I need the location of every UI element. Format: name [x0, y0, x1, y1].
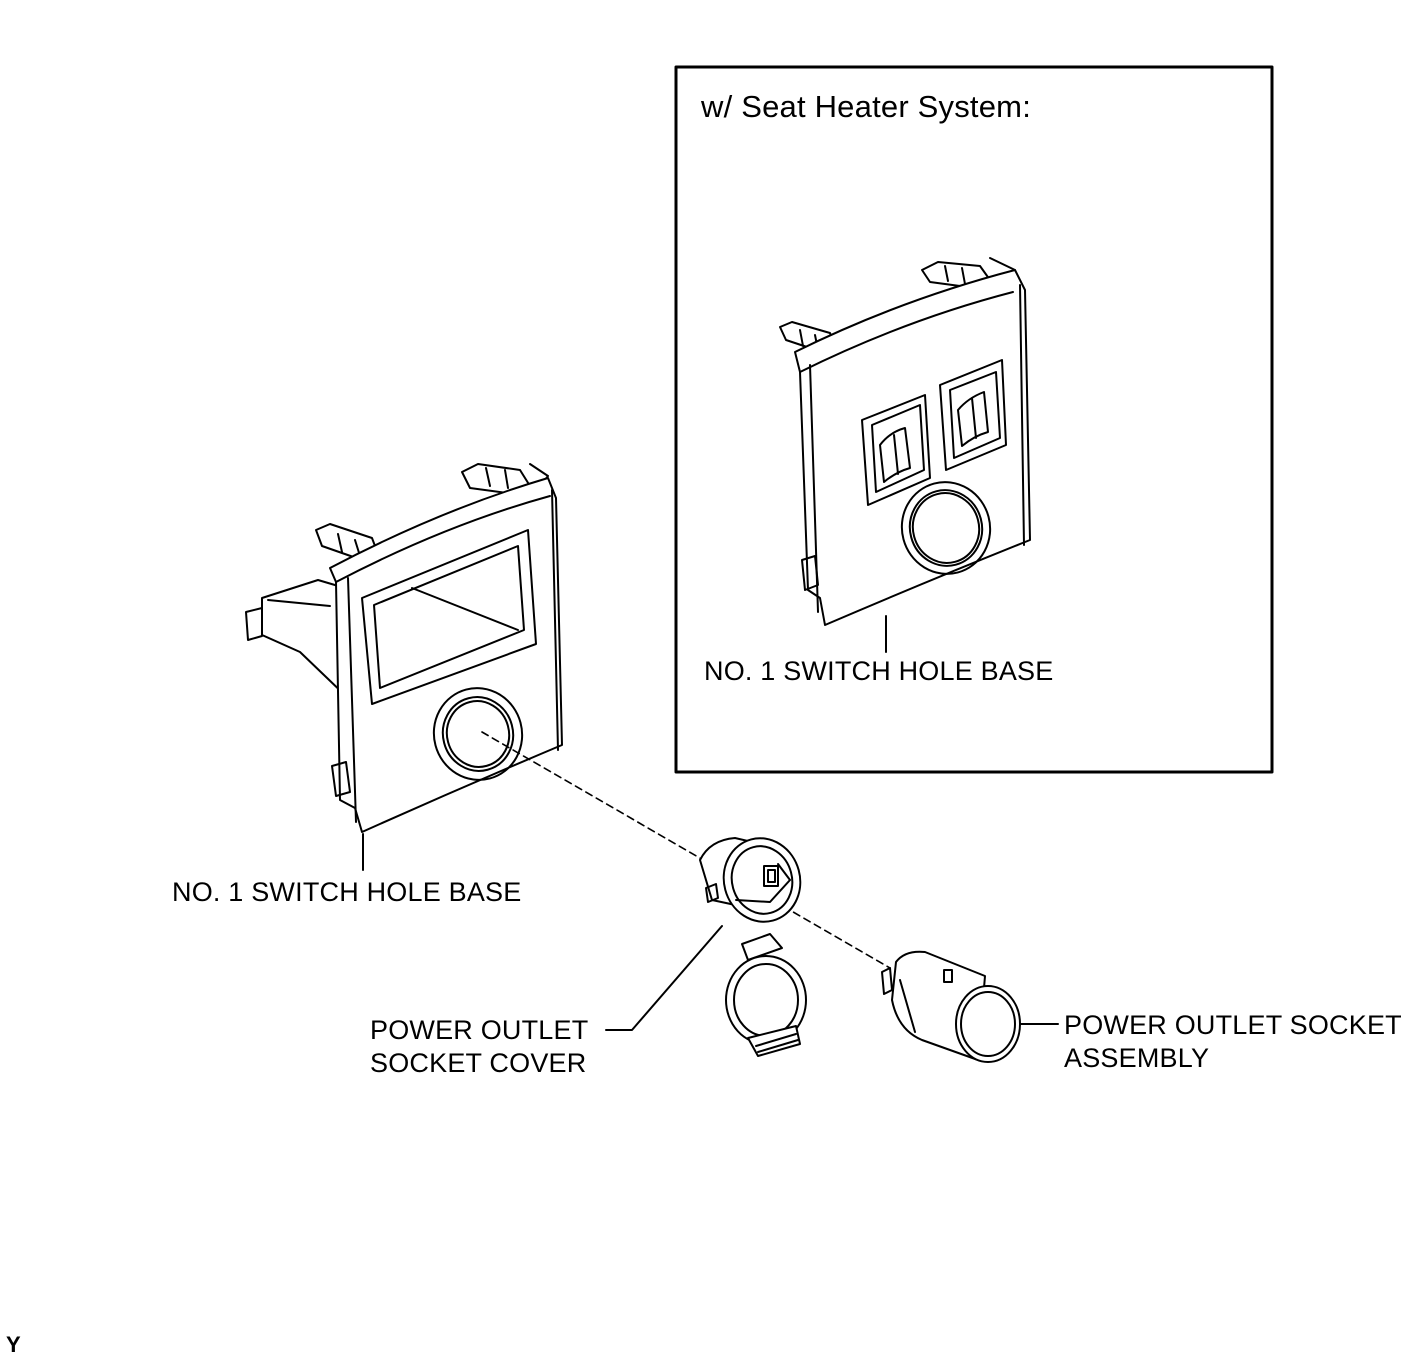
main-base-label: NO. 1 SWITCH HOLE BASE: [172, 877, 522, 907]
alignment-line: [481, 731, 891, 969]
main-switch-hole-base-drawing: [245, 463, 563, 833]
figure-code: Y: [6, 1332, 21, 1357]
assembly-label-line1: POWER OUTLET SOCKET: [1064, 1010, 1402, 1040]
cover-label-line2: SOCKET COVER: [370, 1048, 587, 1078]
inset-switch-hole-base-drawing: [779, 257, 1031, 626]
cover-leader: [605, 925, 723, 1031]
assembly-label-line2: ASSEMBLY: [1064, 1043, 1210, 1073]
socket-cover-drawing: [699, 837, 807, 1057]
cover-label-line1: POWER OUTLET: [370, 1015, 589, 1045]
socket-assembly-drawing: [881, 950, 1021, 1063]
inset-base-label: NO. 1 SWITCH HOLE BASE: [704, 656, 1054, 686]
inset-frame: [674, 65, 1274, 774]
inset-title: w/ Seat Heater System:: [701, 89, 1032, 124]
